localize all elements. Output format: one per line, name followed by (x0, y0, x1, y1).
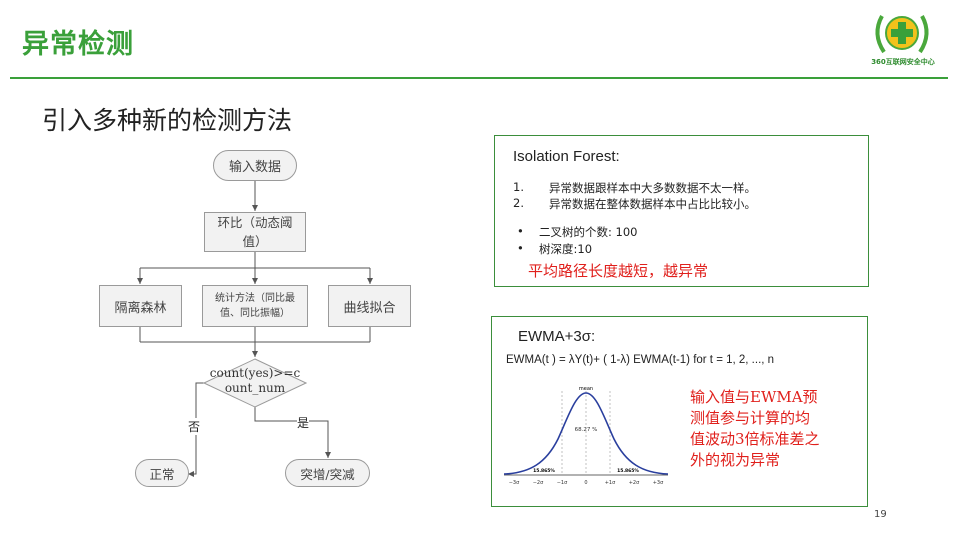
ewma-panel: EWMA+3σ: EWMA(t ) = λY(t)+ ( 1-λ) EWMA(t… (491, 316, 868, 507)
if-numbered-item-1: 异常数据跟样本中大多数数据不太一样。 (549, 181, 756, 195)
if-numbered-marker-1: 1. (513, 180, 524, 194)
if-numbered-marker-2: 2. (513, 196, 524, 210)
left-pct-label: 15.865% (533, 468, 555, 474)
result-normal-label: 正常 (149, 466, 175, 482)
result-surge-label: 突增/突减 (300, 466, 355, 482)
ewma-note: 输入值与EWMA预 测值参与计算的均 值波动3倍标准差之 外的视为异常 (690, 387, 820, 471)
ewma-note-line2: 测值参与计算的均 (690, 409, 811, 427)
branch-mid-line2: 值、同比振幅） (220, 308, 290, 319)
tick-label-minus1: −1σ (557, 480, 568, 486)
if-bullet-marker-2: • (517, 241, 524, 255)
ewma-note-line4: 外的视为异常 (690, 451, 781, 469)
flow-decision-text: count(yes)>=c ount_num (203, 366, 307, 396)
if-highlight: 平均路径长度越短，越异常 (528, 262, 709, 280)
decision-line2: ount_num (224, 381, 286, 395)
page-number: 19 (874, 509, 887, 520)
slide-title: 异常检测 (22, 29, 134, 60)
branch-right-label: 曲线拟合 (343, 300, 396, 316)
flow-branch-curve-fit: 曲线拟合 (328, 285, 411, 327)
flow-result-normal: 正常 (135, 459, 189, 487)
tick-label-minus2: −2σ (533, 480, 544, 486)
tick-label-plus1: +1σ (605, 480, 616, 486)
if-bullet-marker-1: • (517, 224, 524, 238)
tick-label-plus2: +2σ (629, 480, 640, 486)
tick-label-minus3: −3σ (509, 480, 520, 486)
flow-step-ring-ratio: 环比（动态阈 值） (204, 212, 306, 252)
tick-label-zero: 0 (584, 480, 587, 486)
flow-branch-statistical: 统计方法（同比最 值、同比振幅） (202, 285, 308, 327)
mean-label: mean (579, 386, 593, 392)
ewma-note-line1: 输入值与EWMA预 (690, 388, 818, 406)
center-pct-label: 68.27 % (575, 427, 598, 433)
laurel-icon (875, 15, 929, 54)
right-pct-label: 15.865% (617, 468, 639, 474)
if-bullet-item-2: 树深度:10 (539, 242, 593, 256)
sigma-gridlines (561, 391, 611, 475)
branch-mid-line1: 统计方法（同比最 (215, 293, 295, 304)
flow-no-label: 否 (188, 418, 201, 435)
flow-decision-diamond (203, 358, 307, 408)
ewma-title: EWMA+3σ: (518, 328, 596, 345)
decision-line1: count(yes)>=c (209, 366, 301, 380)
title-divider (10, 77, 948, 79)
bell-curve (503, 392, 669, 475)
ewma-formula: EWMA(t ) = λY(t)+ ( 1-λ) EWMA(t-1) for t… (506, 354, 775, 366)
branch-left-label: 隔离森林 (114, 300, 167, 316)
flow-branch-isolation-forest: 隔离森林 (99, 285, 182, 327)
normal-distribution-chart: mean 68.27 % 15.865% 15.865% −3σ −2σ −1σ… (503, 386, 669, 486)
isolation-forest-title: Isolation Forest: (513, 148, 620, 165)
flow-step-line1: 环比（动态阈 (217, 215, 293, 230)
flow-start-label: 输入数据 (228, 160, 281, 175)
if-numbered-item-2: 异常数据在整体数据样本中占比比较小。 (549, 197, 756, 211)
flow-result-surge: 突增/突减 (285, 459, 370, 487)
logo-caption: 360互联网安全中心 (871, 58, 935, 66)
if-bullet-item-1: 二叉树的个数: 100 (539, 225, 638, 239)
flow-yes-label: 是 (297, 414, 310, 431)
isolation-forest-panel: Isolation Forest: 1. 异常数据跟样本中大多数数据不太一样。 … (494, 135, 869, 287)
flow-step-line2: 值） (242, 234, 268, 249)
brand-logo (862, 6, 942, 72)
ewma-note-line3: 值波动3倍标准差之 (690, 430, 820, 448)
flow-start-input-data: 输入数据 (213, 150, 297, 181)
slide-subtitle: 引入多种新的检测方法 (42, 106, 293, 135)
tick-label-plus3: +3σ (653, 480, 664, 486)
